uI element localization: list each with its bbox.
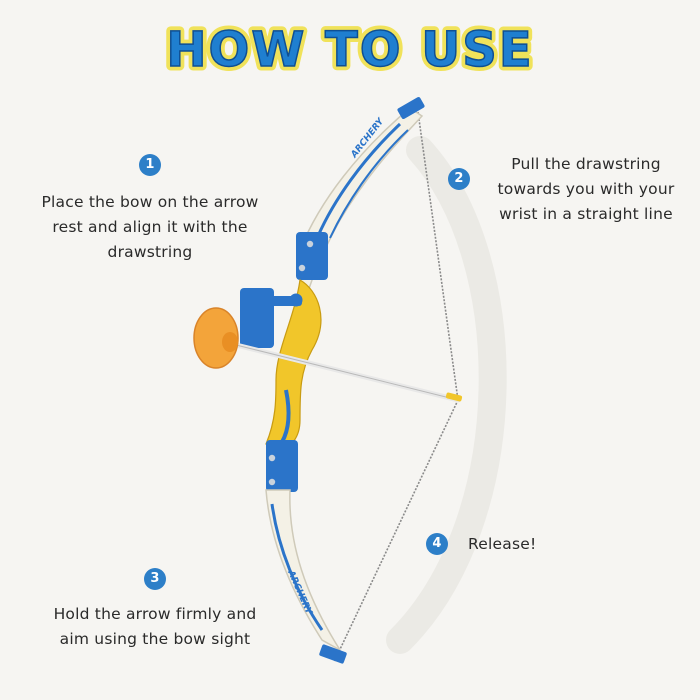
step-text: Release! — [468, 535, 537, 553]
step-3: 3 Hold the arrow firmly and aim using th… — [50, 568, 260, 652]
step-number-badge: 1 — [139, 154, 161, 176]
step-1: 1 Place the bow on the arrow rest and al… — [40, 154, 260, 265]
step-number-badge: 2 — [448, 168, 470, 190]
upper-limb-stripe — [316, 122, 402, 237]
screw-icon — [268, 454, 276, 462]
step-number-badge: 4 — [426, 533, 448, 555]
lower-limb-tip — [319, 644, 347, 664]
suction-cup-tip — [193, 307, 239, 369]
arrow-shaft-edge — [231, 343, 459, 401]
step-number-badge: 3 — [144, 568, 166, 590]
bow-shadow — [386, 136, 507, 654]
upper-limb-tip — [397, 97, 425, 119]
screw-icon — [306, 240, 314, 248]
step-text: Pull the drawstring towards you with you… — [497, 155, 675, 223]
screw-icon — [298, 264, 306, 272]
lower-limb-bracket — [266, 440, 298, 492]
sight-pin-icon — [289, 293, 303, 307]
lower-limb — [265, 489, 341, 651]
title-graphic: HOW TO USE HOW TO USE — [162, 18, 536, 83]
step-text: Place the bow on the arrow rest and alig… — [41, 193, 259, 261]
step-2: 2 Pull the drawstring towards you with y… — [446, 152, 692, 227]
suction-cup-neck — [222, 332, 238, 352]
upper-limb-bracket — [296, 232, 328, 280]
title-outline: HOW TO USE — [166, 22, 533, 78]
title-text: HOW TO USE — [166, 22, 533, 78]
step-4: 4 Release! — [426, 532, 566, 557]
arrow-nock — [445, 392, 463, 402]
grip-accent — [280, 389, 291, 443]
step-text: Hold the arrow firmly and aim using the … — [53, 605, 257, 648]
page-title: HOW TO USE HOW TO USE — [0, 14, 700, 84]
screw-icon — [268, 478, 276, 486]
upper-limb-stripe-2 — [329, 129, 409, 239]
lower-limb-stripe — [270, 503, 324, 631]
